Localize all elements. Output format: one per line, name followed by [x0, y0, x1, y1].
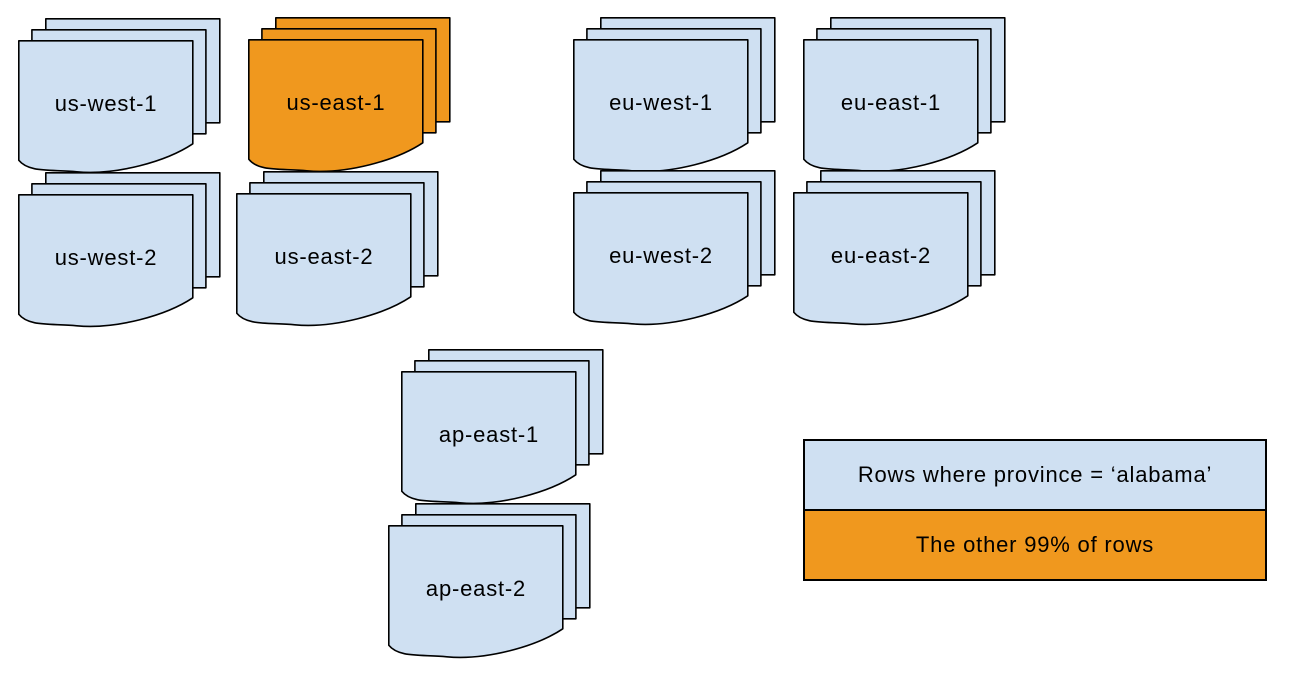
stacked-pages: [401, 349, 604, 505]
stacked-pages: [803, 17, 1006, 173]
region-label: eu-west-2: [609, 243, 713, 268]
stacked-pages: [248, 17, 451, 173]
front-document-shape: [18, 194, 194, 328]
region-label: eu-west-1: [609, 90, 713, 115]
document-stack-eu-west-1: eu-west-1: [573, 17, 776, 176]
stacked-pages: [573, 170, 776, 326]
front-document-shape: [236, 193, 412, 327]
region-label: ap-east-1: [439, 422, 539, 447]
region-label: us-west-1: [55, 91, 158, 116]
stacked-pages: [388, 503, 591, 659]
stacked-pages: [18, 172, 221, 328]
document-stack-eu-east-2: eu-east-2: [793, 170, 996, 329]
legend-item-alabama-rows: Rows where province = ‘alabama’: [805, 441, 1265, 509]
region-label: us-west-2: [55, 245, 158, 270]
legend-item-other-rows: The other 99% of rows: [805, 509, 1265, 579]
region-label: eu-east-1: [841, 90, 941, 115]
document-stack-us-east-2: us-east-2: [236, 171, 439, 330]
document-stack-us-west-1: us-west-1: [18, 18, 221, 177]
stacked-pages: [793, 170, 996, 326]
front-document-shape: [573, 192, 749, 326]
region-label: us-east-2: [275, 244, 374, 269]
region-label: eu-east-2: [831, 243, 931, 268]
stacked-pages: [573, 17, 776, 173]
document-stack-ap-east-1: ap-east-1: [401, 349, 604, 508]
stacked-pages: [18, 18, 221, 174]
document-stack-us-west-2: us-west-2: [18, 172, 221, 331]
document-stack-eu-west-2: eu-west-2: [573, 170, 776, 329]
front-document-shape: [793, 192, 969, 326]
region-label: us-east-1: [287, 90, 386, 115]
stacked-pages: [236, 171, 439, 327]
document-stack-ap-east-2: ap-east-2: [388, 503, 591, 662]
legend: Rows where province = ‘alabama’ The othe…: [803, 439, 1267, 581]
front-document-shape: [388, 525, 564, 659]
region-label: ap-east-2: [426, 576, 526, 601]
document-stack-us-east-1: us-east-1: [248, 17, 451, 176]
document-stack-eu-east-1: eu-east-1: [803, 17, 1006, 176]
